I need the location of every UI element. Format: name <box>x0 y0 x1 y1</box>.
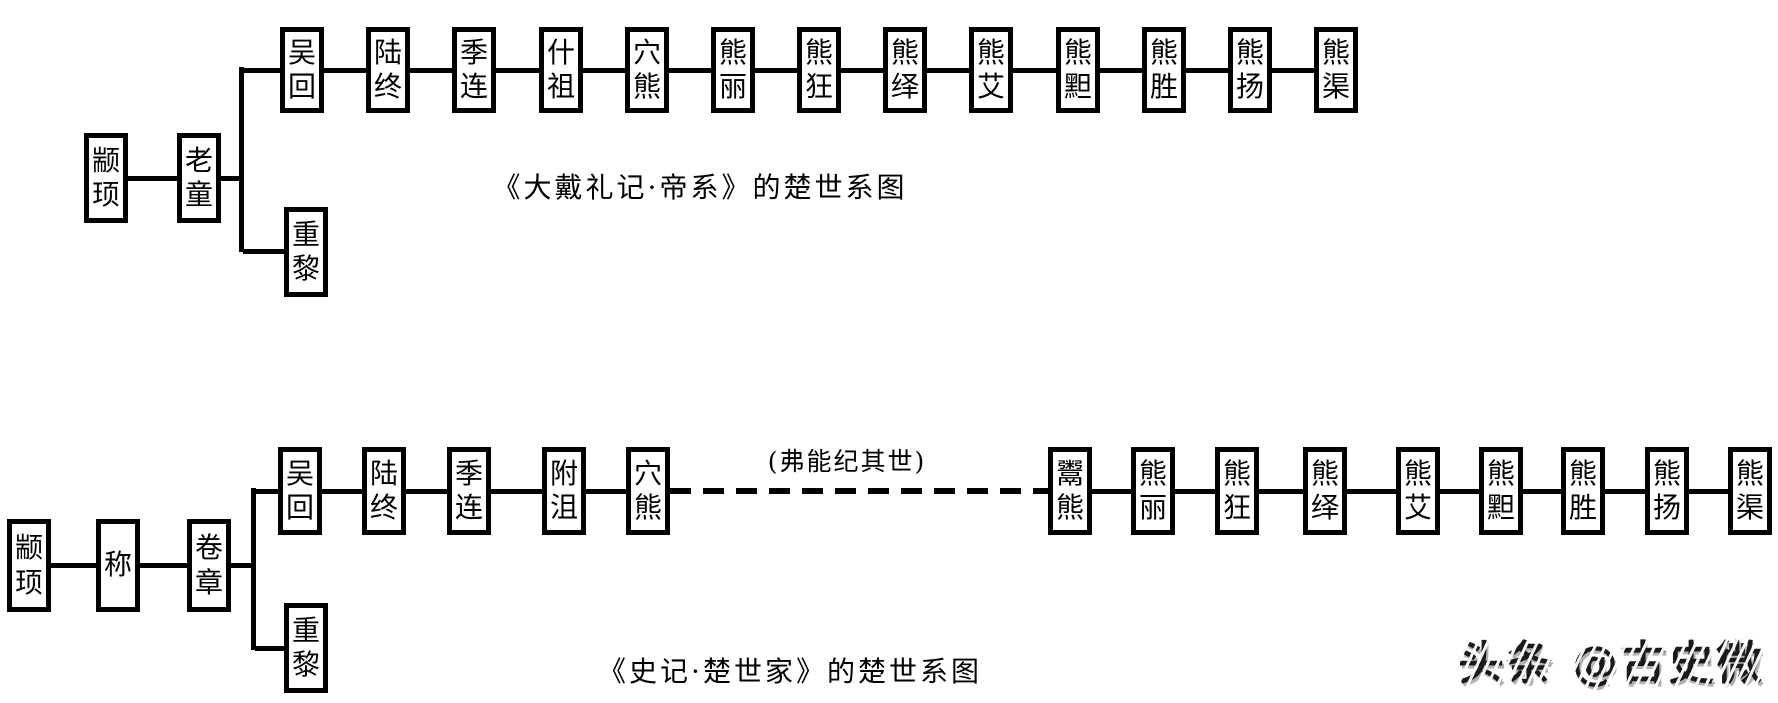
person-box: 称 <box>96 519 140 612</box>
connector-line <box>1347 489 1396 494</box>
dashed-gap-line <box>670 488 1048 494</box>
connector-line <box>322 489 362 494</box>
connector-line <box>1272 68 1314 73</box>
connector-line <box>255 489 278 494</box>
connector-line <box>1175 489 1215 494</box>
person-box: 陆终 <box>362 447 406 535</box>
person-box: 熊䵣 <box>1056 27 1100 113</box>
gap-note-unrecorded-generations: (弗能纪其世) <box>767 447 927 476</box>
connector-line <box>406 489 447 494</box>
connector-line <box>221 176 243 181</box>
person-box: 吴回 <box>278 447 322 535</box>
person-box: 熊狂 <box>1215 447 1259 535</box>
person-box: 熊渠 <box>1314 27 1358 113</box>
connector-line <box>1092 489 1131 494</box>
person-box: 熊绎 <box>883 27 927 113</box>
connector-line <box>51 563 96 568</box>
connector-line <box>128 176 177 181</box>
person-box: 附沮 <box>542 447 586 535</box>
branch-line <box>239 67 244 252</box>
person-box: 熊扬 <box>1645 447 1689 535</box>
person-box: 熊丽 <box>1131 447 1175 535</box>
connector-line <box>243 68 280 73</box>
person-box: 熊绎 <box>1303 447 1347 535</box>
watermark-toutiao-gushiwei: 头条 @古史微 <box>1458 636 1765 690</box>
person-box: 吴回 <box>280 27 324 113</box>
person-box: 季连 <box>447 447 491 535</box>
connector-line <box>927 68 969 73</box>
person-box: 颛顼 <box>7 519 51 612</box>
connector-line <box>1013 68 1056 73</box>
connector-line <box>243 249 284 254</box>
connector-line <box>324 68 366 73</box>
connector-line <box>496 68 539 73</box>
connector-line <box>1523 489 1561 494</box>
connector-line <box>140 563 187 568</box>
connector-line <box>1440 489 1479 494</box>
person-box: 穴熊 <box>625 27 669 113</box>
person-box: 熊丽 <box>711 27 755 113</box>
connector-line <box>583 68 625 73</box>
connector-line <box>669 68 711 73</box>
person-box: 熊狂 <box>797 27 841 113</box>
person-box: 颛顼 <box>84 133 128 223</box>
connector-line <box>410 68 452 73</box>
branch-line <box>251 488 256 650</box>
person-box: 熊艾 <box>1396 447 1440 535</box>
connector-line <box>841 68 883 73</box>
person-box: 熊艾 <box>969 27 1013 113</box>
connector-line <box>1259 489 1303 494</box>
caption-dadai-liji: 《大戴礼记·帝系》的楚世系图 <box>492 171 908 204</box>
connector-line <box>1689 489 1728 494</box>
person-box: 熊渠 <box>1728 447 1772 535</box>
person-box: 什祖 <box>539 27 583 113</box>
person-box: 重黎 <box>284 603 328 693</box>
connector-line <box>491 489 542 494</box>
caption-shiji-chushijia: 《史记·楚世家》的楚世系图 <box>598 655 982 688</box>
person-box: 熊胜 <box>1561 447 1605 535</box>
person-box: 穴熊 <box>626 447 670 535</box>
connector-line <box>586 489 626 494</box>
connector-line <box>231 563 255 568</box>
person-box: 陆终 <box>366 27 410 113</box>
person-box: 季连 <box>452 27 496 113</box>
person-box: 鬻熊 <box>1048 447 1092 535</box>
connector-line <box>255 646 284 651</box>
person-box: 熊扬 <box>1228 27 1272 113</box>
connector-line <box>755 68 797 73</box>
connector-line <box>1186 68 1228 73</box>
connector-line <box>1100 68 1142 73</box>
person-box: 老童 <box>177 133 221 223</box>
person-box: 卷章 <box>187 519 231 612</box>
connector-line <box>1605 489 1645 494</box>
person-box: 重黎 <box>284 207 328 297</box>
person-box: 熊䵣 <box>1479 447 1523 535</box>
person-box: 熊胜 <box>1142 27 1186 113</box>
